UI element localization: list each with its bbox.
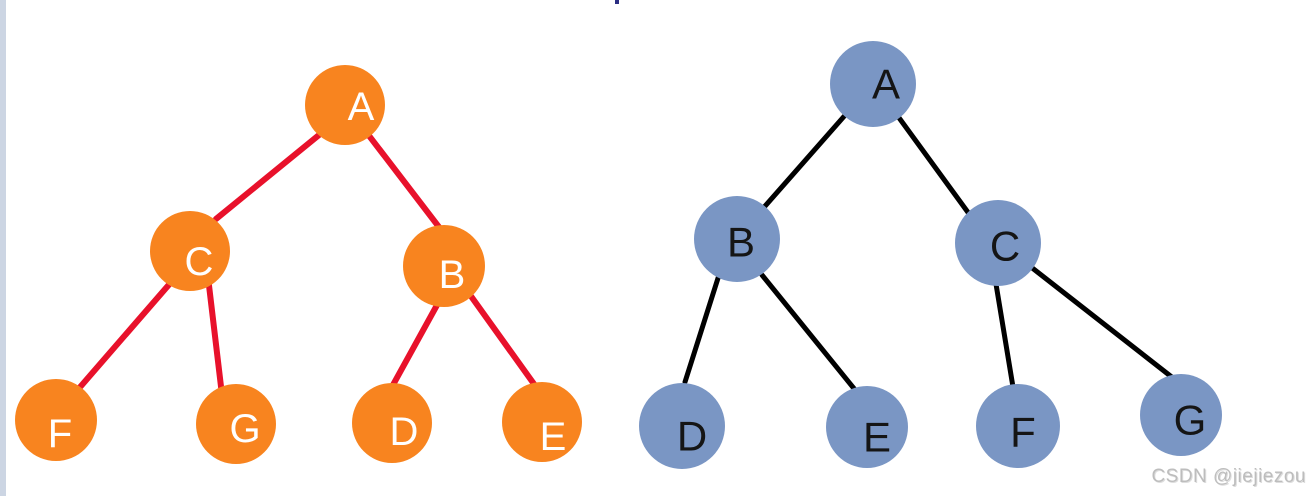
tree-node-E	[826, 386, 908, 468]
tree-edge-B-D	[682, 272, 722, 385]
tree-edge-C-F	[992, 275, 1016, 390]
tree-node-A	[305, 65, 385, 145]
tree-edge-A-C	[894, 112, 978, 225]
watermark: CSDN @jiejiezou	[1151, 466, 1306, 487]
tree-edge-B-D	[385, 293, 445, 397]
tree-edge-B-E	[759, 272, 859, 394]
top-dot	[615, 0, 619, 4]
tree-edge-A-B	[756, 110, 850, 216]
tree-node-C	[150, 211, 230, 291]
tree-node-E	[502, 382, 582, 462]
tree-node-G	[1140, 374, 1222, 456]
tree-edge-C-F	[65, 277, 176, 404]
tree-node-A	[830, 41, 916, 127]
tree-node-F	[15, 379, 97, 461]
tree-node-D	[352, 383, 432, 463]
tree-node-B	[694, 196, 780, 282]
tree-node-F	[976, 384, 1060, 468]
tree-node-D	[639, 383, 725, 469]
tree-edge-B-E	[465, 289, 542, 394]
left-gutter-bar	[0, 0, 6, 496]
tree-node-C	[955, 200, 1041, 286]
tree-edge-A-C	[213, 123, 333, 222]
tree-node-B	[403, 225, 485, 307]
tree-edge-C-G	[205, 274, 225, 398]
tree-edge-C-G	[1028, 264, 1176, 381]
tree-node-G	[196, 384, 276, 464]
